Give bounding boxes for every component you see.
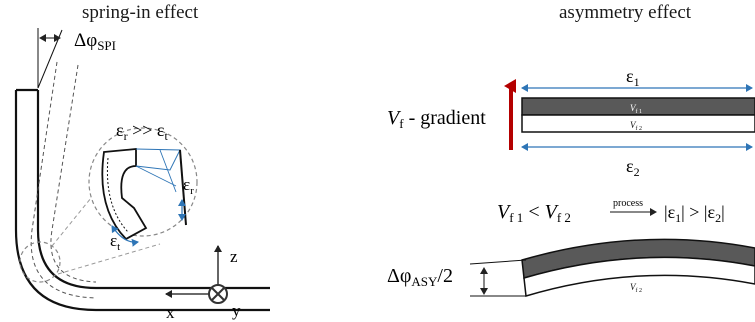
axis-x-label: x (166, 303, 175, 322)
l-profile-inner (36, 90, 270, 290)
laminate-layer-bottom-light (521, 114, 755, 133)
strain-abs-relation: |ε1| > |ε2| (664, 202, 725, 225)
axis-y-label: y (232, 301, 241, 320)
asymmetry-diagram: ε1 Vf 1 Vf 2 Vf - gradient ε2 |e1| > |e2… (387, 66, 755, 297)
eps2-label: ε2 (626, 156, 640, 179)
l-profile-springin-dashed-2 (50, 64, 97, 283)
axis-z-label: z (230, 247, 238, 266)
spring-in-diagram: ΔφSPI εr >> εt εr εt (14, 28, 270, 322)
layer2-label: Vf 2 (630, 120, 642, 132)
delta-phi-asy-label: ΔφASY/2 (387, 265, 453, 289)
zoom-deformed-outline (135, 148, 181, 171)
delta-phi-spi-label: ΔφSPI (74, 30, 116, 53)
asymmetry-title: asymmetry effect (559, 2, 692, 23)
zoom-line-lower (57, 243, 161, 275)
process-label: process (613, 198, 643, 209)
eps1-label: ε1 (626, 66, 640, 89)
bent-layer-bottom-light (523, 256, 755, 297)
strain-relation-label: εr >> εt (116, 120, 168, 143)
bent-layer1-label: Vf 1 (630, 264, 642, 276)
corner-detail-small-circle (19, 241, 61, 283)
bent-layer2-label: Vf 2 (630, 282, 642, 294)
zoom-segment-inner-dotted (106, 157, 129, 233)
vf-gradient-label: Vf - gradient (387, 107, 486, 131)
asy-ref-tilted (469, 259, 527, 265)
vf-relation-left: Vf 1 < Vf 2 (497, 201, 571, 225)
zoom-ref-line-2 (135, 165, 177, 187)
eps-t-arrow (111, 225, 139, 247)
l-profile-outer (14, 90, 270, 312)
layer1-label: Vf 1 (630, 103, 642, 115)
l-profile-springin-dashed (30, 61, 97, 299)
eps-r-label: εr (183, 175, 194, 197)
axis-y-cross-b (211, 287, 225, 301)
springin-ref-tilted (37, 29, 63, 89)
zoom-curved-segment (101, 148, 148, 241)
eps-t-label: εt (110, 231, 120, 253)
spring-in-title: spring-in effect (82, 2, 199, 23)
